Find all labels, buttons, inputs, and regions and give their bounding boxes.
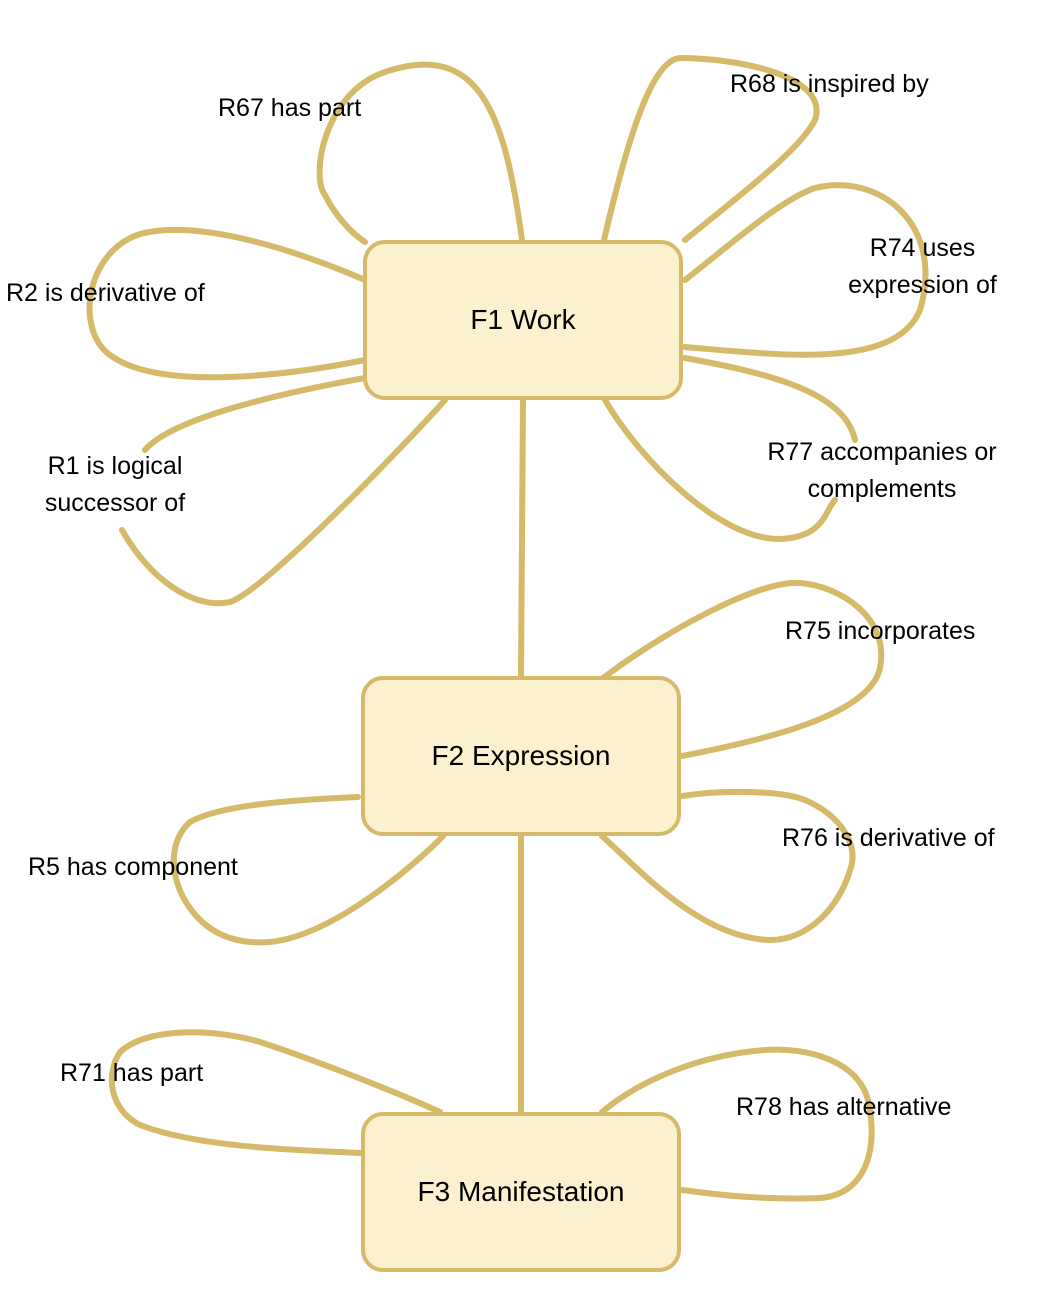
relation-label-r5: R5 has component <box>28 849 238 886</box>
relation-r77-line-1: R77 accompanies or <box>767 438 997 466</box>
relation-label-r68: R68 is inspired by <box>730 66 929 103</box>
relation-label-r71: R71 has part <box>60 1055 203 1092</box>
relation-r67-text: R67 has part <box>218 94 362 122</box>
relation-label-r2: R2 is derivative of <box>6 275 205 312</box>
relation-label-r1: R1 is logical successor of <box>30 448 200 522</box>
loop-r1 <box>119 375 448 607</box>
node-f1-work-label: F1 Work <box>470 304 576 335</box>
loop-r78 <box>599 1046 875 1202</box>
relation-r1-line-1: R1 is logical <box>47 452 183 480</box>
relation-label-r77: R77 accompanies or complements <box>748 434 1016 508</box>
relation-r77-line-2: complements <box>807 475 957 503</box>
loop-r77 <box>602 355 858 543</box>
relation-label-r75: R75 incorporates <box>785 613 975 650</box>
loop-r75 <box>600 579 885 759</box>
relation-r2-text: R2 is derivative of <box>6 279 205 307</box>
node-f2-expression-label: F2 Expression <box>431 740 611 771</box>
relation-r71-text: R71 has part <box>60 1059 204 1087</box>
relation-r1-line-2: successor of <box>44 489 186 517</box>
node-f3-manifestation[interactable]: F3 Manifestation <box>361 1112 681 1272</box>
relation-r74-line-2: expression of <box>848 271 997 299</box>
relation-label-r67: R67 has part <box>218 90 361 127</box>
node-f1-work[interactable]: F1 Work <box>363 240 683 400</box>
relation-r75-text: R75 incorporates <box>785 617 976 645</box>
relation-label-r74: R74 uses expression of <box>835 230 1010 304</box>
relation-label-r78: R78 has alternative <box>736 1089 951 1126</box>
node-f3-manifestation-label: F3 Manifestation <box>417 1176 625 1207</box>
loop-r5 <box>170 794 446 946</box>
loop-r74 <box>682 182 929 358</box>
loop-r67 <box>316 61 525 245</box>
relation-r74-line-1: R74 uses <box>869 234 976 262</box>
relation-r68-text: R68 is inspired by <box>730 70 929 98</box>
relation-r5-text: R5 has component <box>28 853 238 881</box>
loop-r68 <box>601 54 820 243</box>
edge-work-expression <box>518 395 526 679</box>
loop-r76 <box>599 788 856 944</box>
relation-label-r76: R76 is derivative of <box>782 820 995 857</box>
relation-r76-text: R76 is derivative of <box>782 824 995 852</box>
loop-r2 <box>86 226 368 381</box>
loop-r71 <box>108 1029 443 1156</box>
relation-r78-text: R78 has alternative <box>736 1093 952 1121</box>
node-f2-expression[interactable]: F2 Expression <box>361 676 681 836</box>
